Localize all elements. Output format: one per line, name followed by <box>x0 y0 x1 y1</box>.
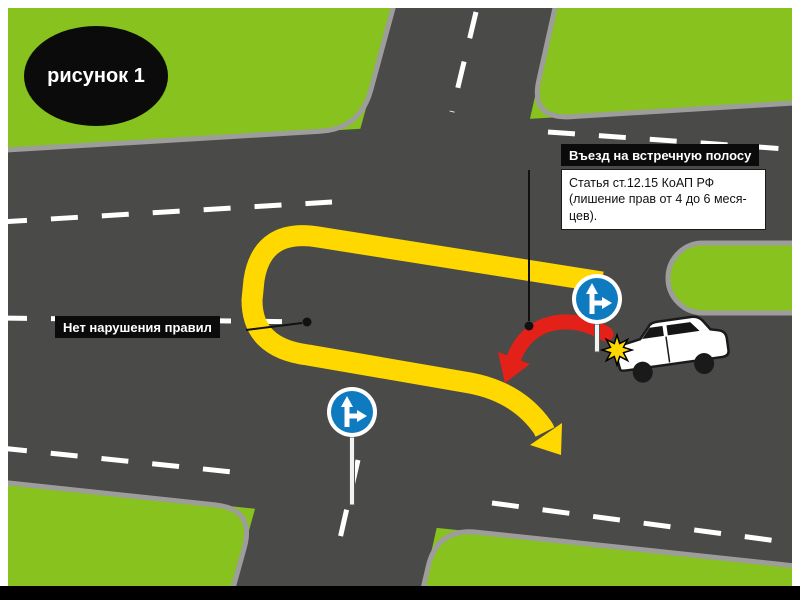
sign-arrow-right <box>357 410 367 422</box>
violation-turn-arrow <box>506 314 614 366</box>
figure-label: рисунок 1 <box>47 64 145 87</box>
straight-or-right-sign-icon <box>327 387 377 506</box>
sign-face <box>576 278 618 320</box>
no-violation-callout: Нет нарушения правил <box>55 316 220 338</box>
median-island <box>665 240 792 316</box>
violation-statute-box: Статья ст.12.15 КоАП РФ (лишение прав от… <box>561 169 766 230</box>
callout-dot-no-violation <box>302 317 312 327</box>
sign-arrow-up <box>586 283 598 294</box>
correct-route-path <box>241 225 604 439</box>
car-window <box>642 325 664 339</box>
figure-badge: рисунок 1 <box>24 26 168 126</box>
diagram-canvas <box>8 8 792 586</box>
car-icon <box>614 315 730 383</box>
grass-corner-ne <box>534 8 792 120</box>
car-window <box>666 322 700 336</box>
lane-marking <box>8 199 333 225</box>
callout-line-no-violation <box>245 322 303 331</box>
car-wheel <box>694 353 715 375</box>
impact-star-shape <box>599 332 635 368</box>
lane-marking <box>491 500 792 546</box>
grass-corner-sw <box>8 480 250 586</box>
car-wheel <box>632 361 653 383</box>
callout-dot-violation <box>524 321 534 331</box>
lane-marking <box>8 446 253 477</box>
violation-callout-title: Въезд на встречную полосу <box>561 144 760 166</box>
sign-face <box>331 391 373 433</box>
impact-star-icon <box>599 332 635 368</box>
straight-or-right-sign-icon <box>572 274 622 353</box>
sign-pole <box>349 436 355 506</box>
road-vertical <box>233 8 556 586</box>
sign-arrow-up <box>341 396 353 407</box>
violation-turn-arrowhead <box>498 352 530 383</box>
lane-marking <box>449 11 479 113</box>
grass-corner-se <box>421 529 792 586</box>
bottom-bar <box>0 586 800 600</box>
correct-route-arrowhead <box>530 423 562 455</box>
sign-pole <box>594 323 600 353</box>
sign-arrow-right <box>602 297 612 309</box>
car-door-line <box>665 336 671 363</box>
